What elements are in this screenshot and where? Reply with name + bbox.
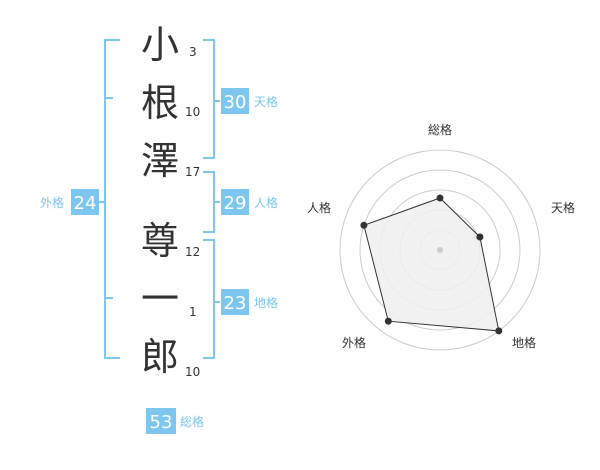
gaikaku-label: 外格 [40, 195, 64, 210]
radar-label-jinkaku: 人格 [307, 200, 331, 215]
radar-point-1 [436, 194, 444, 202]
name-char-4: 尊 [141, 219, 179, 263]
radar-point-3 [495, 327, 503, 335]
radar-label-tenkaku: 天格 [551, 200, 575, 215]
name-char-2: 根 [141, 81, 179, 125]
stroke-count-2: 10 [185, 105, 200, 119]
soukaku-label: 総格 [180, 414, 204, 429]
radar-points [360, 194, 503, 335]
name-char-3: 澤 [141, 139, 179, 183]
tenkaku-label: 天格 [254, 94, 278, 109]
gaikaku-bracket [98, 39, 120, 359]
chikaku-tag [221, 289, 249, 315]
radar-label-gaikaku: 外格 [342, 335, 366, 350]
jinkaku-score: 29 人格 [221, 189, 278, 215]
stroke-count-4: 12 [185, 245, 200, 259]
radar-point-5 [360, 221, 368, 229]
jinkaku-value: 29 [224, 193, 247, 214]
radar-label-soukaku: 総格 [428, 122, 452, 137]
tenkaku-score: 30 天格 [221, 88, 278, 114]
name-char-1: 小 [141, 23, 179, 67]
stroke-count-5: 1 [189, 305, 197, 319]
chikaku-score: 23 地格 [221, 289, 278, 315]
stroke-count-1: 3 [189, 45, 197, 59]
stroke-counts: 3 10 17 12 1 10 [185, 45, 200, 379]
soukaku-tag [146, 408, 176, 434]
name-characters: 小 根 澤 尊 一 郎 [141, 23, 179, 379]
radar-label-chikaku: 地格 [512, 335, 536, 350]
jinkaku-label: 人格 [254, 195, 278, 210]
gaikaku-value: 24 [74, 193, 97, 214]
radar-ring-4 [359, 169, 521, 331]
radar-area [363, 197, 500, 332]
gaikaku-score: 外格 24 [40, 189, 99, 215]
radar-point-2 [476, 233, 484, 241]
jinkaku-tag [221, 189, 249, 215]
chikaku-label: 地格 [254, 295, 278, 310]
radar-point-4 [384, 317, 392, 325]
stroke-count-6: 10 [185, 365, 200, 379]
radar-ring-5 [339, 149, 541, 351]
soukaku-value: 53 [150, 412, 173, 433]
name-char-5: 一 [141, 277, 179, 321]
jinkaku-bracket [203, 171, 220, 233]
stroke-count-3: 17 [185, 165, 200, 179]
name-char-6: 郎 [141, 335, 179, 379]
soukaku-score: 53 総格 [146, 408, 204, 434]
radar-chart: 総格 天格 地格 外格 人格 [307, 122, 575, 351]
tenkaku-value: 30 [224, 92, 247, 113]
tenkaku-bracket [203, 39, 220, 159]
chikaku-bracket [203, 239, 220, 359]
chikaku-value: 23 [224, 293, 247, 314]
gaikaku-tag [71, 189, 99, 215]
radar-center [437, 247, 443, 253]
tenkaku-tag [221, 88, 249, 114]
